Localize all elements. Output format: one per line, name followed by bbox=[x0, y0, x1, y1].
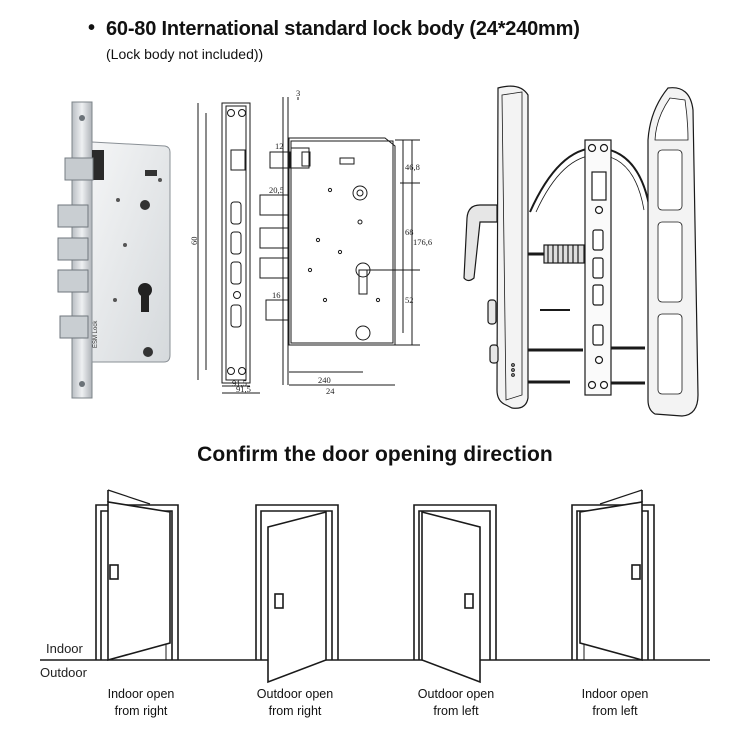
lock-stamp: ESM Lock bbox=[93, 320, 99, 348]
door-indoor-open-from-left bbox=[571, 489, 655, 662]
case-drawing bbox=[259, 97, 420, 386]
dim-12: 12 bbox=[275, 141, 284, 151]
dim-3: 3 bbox=[296, 88, 300, 98]
dim-240: 60 bbox=[189, 237, 199, 246]
door-caption-3-line1: Outdoor open bbox=[417, 687, 495, 701]
smart-lock-exploded-view bbox=[463, 85, 699, 417]
door-caption-2: Outdoor open from right bbox=[235, 686, 355, 720]
door-outdoor-open-from-left bbox=[413, 504, 497, 684]
dim-52: 52 bbox=[405, 295, 414, 305]
dim-20-5: 20,5 bbox=[269, 185, 284, 195]
heading-subtitle: (Lock body not included)) bbox=[106, 46, 264, 62]
heading-title: 60-80 International standard lock body (… bbox=[106, 18, 580, 40]
door-caption-2-line2: from right bbox=[268, 704, 322, 718]
door-indoor-open-from-right bbox=[95, 489, 179, 662]
dim-24b: 91,5 bbox=[232, 378, 247, 388]
lock-body-photo: ESM Lock bbox=[57, 101, 171, 399]
door-caption-1-line1: Indoor open bbox=[107, 687, 175, 701]
door-caption-4-line1: Indoor open bbox=[581, 687, 649, 701]
door-caption-4-line2: from left bbox=[592, 704, 638, 718]
dim-46-8: 46,8 bbox=[405, 162, 420, 172]
door-caption-3-line2: from left bbox=[433, 704, 479, 718]
door-caption-1-line2: from right bbox=[114, 704, 168, 718]
dim-68: 68 bbox=[405, 227, 414, 237]
indoor-label: Indoor bbox=[46, 641, 83, 656]
door-caption-4: Indoor open from left bbox=[555, 686, 675, 720]
heading-bullet: • bbox=[88, 17, 96, 39]
lock-drawings: ESM Lock 60 91,5 91,5 bbox=[57, 85, 699, 417]
dim-60: 240 bbox=[318, 375, 331, 385]
section-title: Confirm the door opening direction bbox=[197, 443, 553, 466]
dim-16: 16 bbox=[272, 290, 281, 300]
door-caption-1: Indoor open from right bbox=[81, 686, 201, 720]
dim-24: 91,5 bbox=[236, 384, 251, 394]
faceplate-drawing bbox=[197, 102, 260, 394]
dim-176-6: 176,6 bbox=[413, 237, 432, 247]
door-outdoor-open-from-right bbox=[255, 504, 339, 684]
door-caption-3: Outdoor open from left bbox=[396, 686, 516, 720]
dim-91-5: 24 bbox=[326, 386, 335, 396]
outdoor-label: Outdoor bbox=[40, 665, 87, 680]
door-caption-2-line1: Outdoor open bbox=[256, 687, 334, 701]
